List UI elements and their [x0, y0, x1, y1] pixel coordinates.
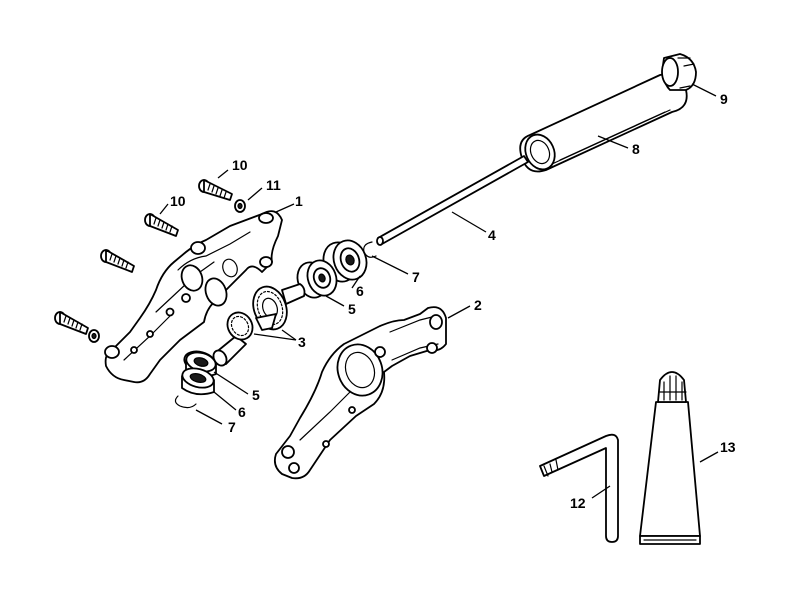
callout-5-upper: 5: [348, 301, 356, 317]
leader-7b: [195, 409, 223, 425]
part-4-shaft: [376, 155, 529, 246]
callout-3: 3: [298, 334, 306, 350]
callout-labels: 1 2 3 4 5 5 6 6 7 7 8 9 10 10 11 12 13: [170, 91, 736, 511]
part-10-screw-b: [144, 213, 179, 237]
leader-lines: [159, 83, 719, 499]
leader-13: [699, 451, 719, 463]
callout-10-a: 10: [232, 157, 248, 173]
part-13-grease-tube: [639, 371, 701, 545]
leader-12: [591, 485, 611, 499]
callout-2: 2: [474, 297, 482, 313]
leader-11: [247, 187, 263, 201]
leader-9: [691, 83, 717, 97]
callout-12: 12: [570, 495, 586, 511]
leader-8: [597, 135, 629, 149]
callout-11: 11: [266, 177, 281, 193]
part-1-housing-half: [104, 210, 283, 384]
leader-10a: [217, 169, 229, 179]
leader-5a: [325, 295, 345, 307]
leader-6b: [213, 391, 237, 411]
part-12-hex-key: [539, 433, 619, 543]
part-10-screw-d: [54, 311, 89, 335]
leader-3a: [281, 329, 297, 341]
leader-1: [275, 203, 295, 213]
part-5-bearing-lower: [183, 350, 217, 378]
callout-8: 8: [632, 141, 640, 157]
leader-5b: [213, 371, 249, 395]
leader-3b: [253, 333, 297, 341]
part-6-bearing-upper: [322, 239, 368, 283]
part-9-end-cap: [661, 53, 697, 91]
part-8-tube: [519, 73, 688, 173]
part-11-washer-b: [88, 329, 100, 343]
part-7-circlip-lower: [174, 395, 197, 409]
callout-6-lower: 6: [238, 404, 246, 420]
part-3-bevel-gear-lower: [212, 311, 254, 367]
leader-7a: [371, 255, 409, 275]
callout-9: 9: [720, 91, 728, 107]
callout-13: 13: [720, 439, 736, 455]
callout-4: 4: [488, 227, 496, 243]
part-10-screw-a: [198, 179, 233, 201]
callout-6-upper: 6: [356, 283, 364, 299]
part-5-bearing-upper: [296, 259, 338, 299]
part-6-bearing-lower: [181, 367, 215, 396]
leader-4: [451, 211, 487, 233]
callout-7-lower: 7: [228, 419, 236, 435]
part-3-bevel-gear-upper: [252, 283, 306, 331]
callout-1: 1: [295, 193, 303, 209]
callout-10-b: 10: [170, 193, 186, 209]
leader-6a: [351, 275, 361, 289]
part-2-housing-half: [273, 306, 447, 480]
leader-2: [447, 305, 471, 319]
leader-10b: [159, 203, 169, 215]
part-11-washer-a: [234, 199, 246, 213]
callout-5-lower: 5: [252, 387, 260, 403]
callout-7-upper: 7: [412, 269, 420, 285]
part-10-screw-c: [100, 249, 135, 273]
